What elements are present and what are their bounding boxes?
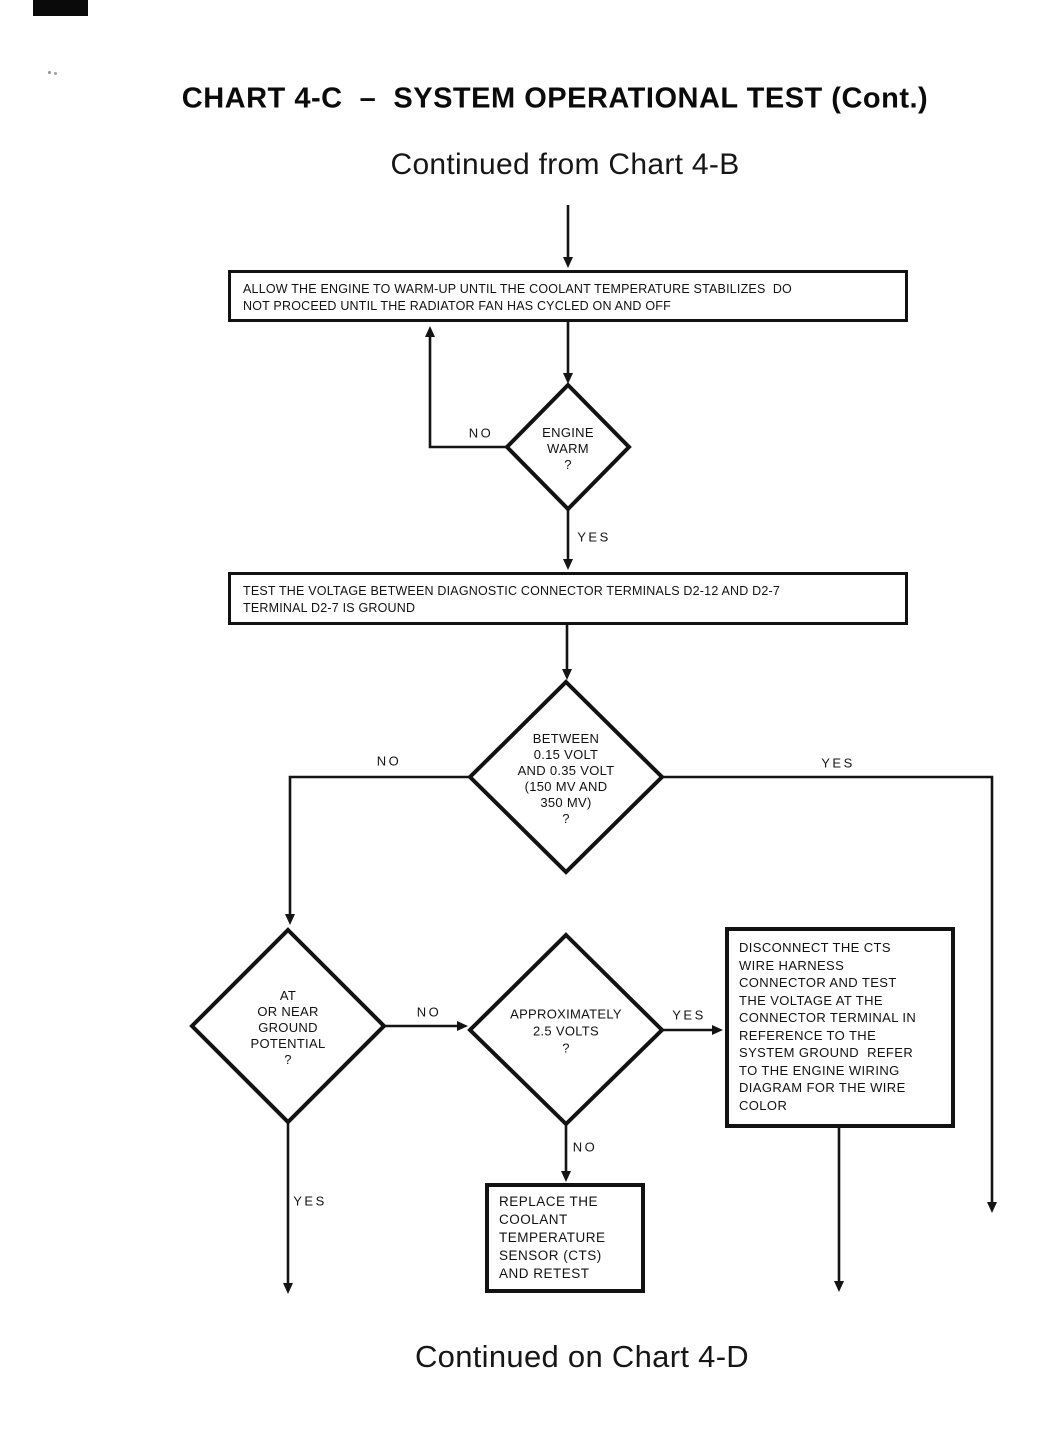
voltage-range-yes-label: YES (821, 755, 855, 771)
arrow-into-range (562, 669, 572, 680)
warmup-box: ALLOW THE ENGINE TO WARM-UP UNTIL THE CO… (228, 270, 908, 322)
arrow-into-warmup-box (563, 257, 573, 268)
arrow-into-ground (285, 914, 295, 925)
engine-warm-no-label: NO (468, 425, 494, 441)
arrow-into-replace (561, 1171, 571, 1182)
page-title: CHART 4-C – SYSTEM OPERATIONAL TEST (Con… (181, 82, 929, 115)
arrow-no-loop-up (425, 326, 435, 337)
connector-range-no (288, 775, 470, 921)
scan-artifact-dots (48, 71, 51, 74)
continued-from-label: Continued from Chart 4-B (390, 148, 740, 181)
arrow-into-testvoltage (563, 559, 573, 570)
approx-voltage-no-label: NO (572, 1139, 598, 1155)
arrow-disconnect-down (834, 1281, 844, 1292)
approx-voltage-yes-label: YES (672, 1007, 706, 1023)
voltage-range-no-label: NO (376, 753, 402, 769)
arrowheads (283, 257, 997, 1294)
engine-warm-yes-label: YES (577, 529, 611, 545)
ground-potential-no-label: NO (416, 1004, 442, 1020)
arrow-into-approx (457, 1021, 468, 1031)
continued-on-label: Continued on Chart 4-D (414, 1339, 750, 1374)
arrow-range-yes-down (987, 1202, 997, 1213)
warmup-box-text: ALLOW THE ENGINE TO WARM-UP UNTIL THE CO… (243, 282, 792, 313)
test-voltage-box-text: TEST THE VOLTAGE BETWEEN DIAGNOSTIC CONN… (243, 584, 781, 615)
test-voltage-box: TEST THE VOLTAGE BETWEEN DIAGNOSTIC CONN… (228, 572, 908, 625)
arrow-ground-yes-down (283, 1283, 293, 1294)
scan-artifact-bar (33, 0, 88, 16)
ground-potential-yes-label: YES (293, 1193, 327, 1209)
arrow-into-enginewarm (563, 373, 573, 384)
arrow-into-disconnect (712, 1025, 723, 1035)
